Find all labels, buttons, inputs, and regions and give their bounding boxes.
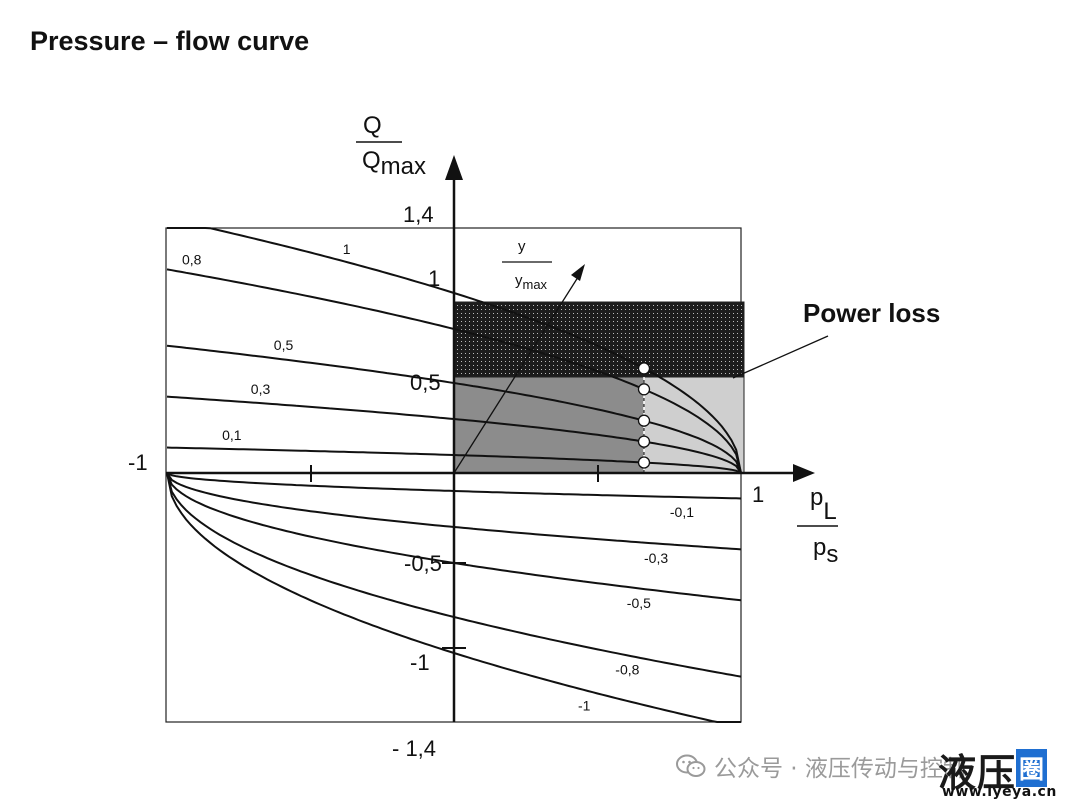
flow-curve-labels: 1 0,8 0,5 0,3 0,1 -0,1 -0,3 -0,5 -0,8 -1 — [182, 241, 694, 713]
operating-point — [637, 435, 651, 448]
spool-ratio-arrow-line — [453, 273, 581, 474]
power-loss-label: Power loss — [803, 298, 940, 328]
operating-point — [637, 362, 651, 375]
x-axis-label-denominator: ps — [813, 534, 838, 568]
operating-point — [637, 383, 651, 396]
watermark: 公众号 · 液压传动与控制 — [676, 748, 966, 784]
x-tick-label-one: 1 — [752, 482, 764, 507]
spool-ratio-denominator: ymax — [515, 272, 548, 292]
y-tick-label-neg-one: -1 — [410, 650, 430, 675]
flow-curve-label: -0,8 — [615, 662, 639, 678]
flow-curve-label: -0,1 — [670, 504, 694, 520]
page-title: Pressure – flow curve — [30, 26, 310, 56]
wechat-icon — [676, 754, 706, 777]
flow-curve-label: -0,5 — [627, 595, 651, 611]
y-tick-label-top: 1,4 — [403, 202, 434, 227]
spool-ratio-arrowhead — [571, 264, 585, 281]
x-tick-label-neg-one: -1 — [128, 450, 148, 475]
site-url: www.iyeya.cn — [942, 784, 1057, 800]
operating-points — [637, 362, 651, 469]
flow-curve-label: -0,3 — [644, 550, 668, 566]
power-loss-region-dotted — [453, 301, 745, 378]
flow-curve-label: 1 — [343, 241, 351, 257]
flow-curve-label: 0,5 — [274, 337, 294, 353]
y-tick-label-neg-half: -0,5 — [404, 551, 442, 576]
logo-circle-badge: 圈 — [1016, 749, 1048, 787]
operating-point — [637, 456, 651, 469]
operating-point — [637, 414, 651, 427]
power-loss-leader — [732, 335, 829, 379]
watermark-text: 公众号 · 液压传动与控制 — [714, 756, 966, 782]
x-axis-label-numerator: pL — [810, 484, 837, 525]
y-axis-label-denominator: Qmax — [362, 147, 426, 180]
y-tick-label-bottom: - 1,4 — [392, 736, 436, 761]
flow-curve-label: 0,3 — [251, 381, 271, 397]
logo-main-text: 液压 — [938, 751, 1017, 795]
x-axis-arrow-icon — [793, 464, 815, 482]
y-axis-label-numerator: Q — [363, 112, 382, 139]
site-logo: 液压圈 — [938, 742, 1048, 797]
y-tick-label-half: 0,5 — [410, 370, 441, 395]
flow-curve-label: 0,8 — [182, 252, 202, 268]
y-tick-label-one: 1 — [428, 266, 440, 291]
flow-curve-label: -1 — [578, 698, 591, 714]
y-axis-arrow-icon — [445, 155, 463, 180]
spool-ratio-numerator: y — [518, 238, 526, 255]
flow-curve-label: 0,1 — [222, 427, 242, 443]
